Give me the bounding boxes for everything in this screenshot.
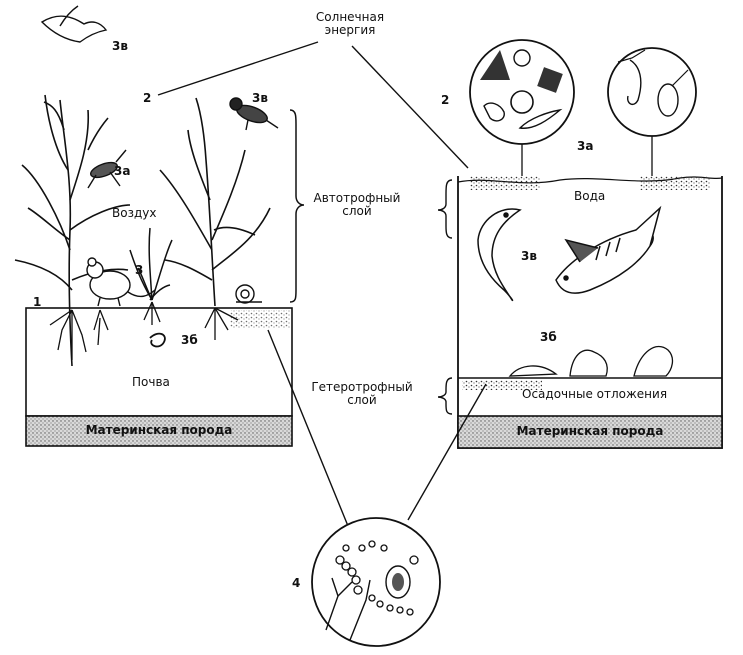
sediments-label: Осадочные отложения [522,387,668,401]
snail-icon [235,284,262,304]
marker-sun-left: 2 [143,91,152,105]
mouse-icon [86,257,156,307]
benthic-animal-icon [633,345,674,377]
heterotrophic-layer-label: Гетеротрофный слой [302,381,422,407]
water-label: Вода [574,189,606,203]
heterotrophic-brace-right [437,377,453,415]
solar-energy-label: Солнечная энергия [300,11,400,37]
marker-benthos: 3б [540,330,557,344]
algae-cell-icon [483,102,505,122]
aquatic-parent-rock-label: Материнская порода [516,424,664,438]
marker-decomposers: 4 [292,576,301,590]
terrestrial-parent-rock-layer [25,415,293,447]
copepod-icon [626,59,642,106]
algae-spindle-icon [518,108,563,129]
solar-energy-line1: Солнечная [315,10,385,24]
grasshopper-icon [87,149,127,189]
diatom-square-icon [537,67,563,93]
tall-plant-right [159,97,271,307]
heterotrophic-line1: Гетеротрофный [311,380,413,394]
aquatic-parent-rock-layer [457,415,723,449]
surface-plankton-dots-2 [640,176,710,190]
autotrophic-layer-label: Автотрофный слой [302,192,412,218]
sediment-dots [462,380,542,390]
surface-plankton-dots-1 [470,176,540,190]
perched-bird-icon [229,97,279,131]
sunlight-lines [157,41,469,169]
terrestrial-parent-rock-label: Материнская порода [85,423,233,437]
bacteria-chains-icon [335,540,419,616]
autotrophic-brace-left [289,109,305,303]
autotrophic-line1: Автотрофный [313,191,401,205]
diatom-disc-icon [510,90,534,114]
phytoplankton-circle [469,39,575,145]
decomposers-circle [311,517,441,647]
plant-roots [49,301,239,360]
benthos-organisms [508,345,674,377]
autotrophic-brace-right [437,179,453,239]
solar-energy-line2: энергия [324,23,376,37]
zooplankton-circle [607,47,697,137]
fungal-hyphae-icon [325,577,371,641]
aquatic-ecosystem [457,176,723,449]
marker-perched-bird: 3в [252,91,268,105]
marker-rodent: 3 [135,263,144,277]
heterotrophic-line2: слой [347,393,377,407]
marker-surface: 1 [33,295,42,309]
sponge-icon [569,349,608,377]
diatom-ring-icon [513,49,531,67]
autotrophic-line2: слой [342,204,372,218]
soil-microbe-dots [230,310,290,328]
marker-fish: 3в [521,249,537,263]
marker-sun-right: 2 [441,93,450,107]
mollusc-shell-icon [508,365,558,377]
diatom-triangle-icon [480,50,510,80]
marker-soil-animals: 3б [181,333,198,347]
small-grass-middle [129,227,173,301]
air-label: Воздух [112,206,157,220]
decomposer-connectors [267,329,487,527]
marker-plankton: 3а [577,139,594,153]
tall-plant-left [14,94,131,367]
earthworm-icon [149,332,166,348]
flying-bird-icon [40,5,108,43]
marker-insect: 3а [114,164,131,178]
pike-fish-icon [477,208,522,302]
marker-flying-bird: 3в [112,39,128,53]
cladocera-icon [657,83,679,117]
perch-fish-icon [555,205,662,294]
soil-label: Почва [132,375,170,389]
